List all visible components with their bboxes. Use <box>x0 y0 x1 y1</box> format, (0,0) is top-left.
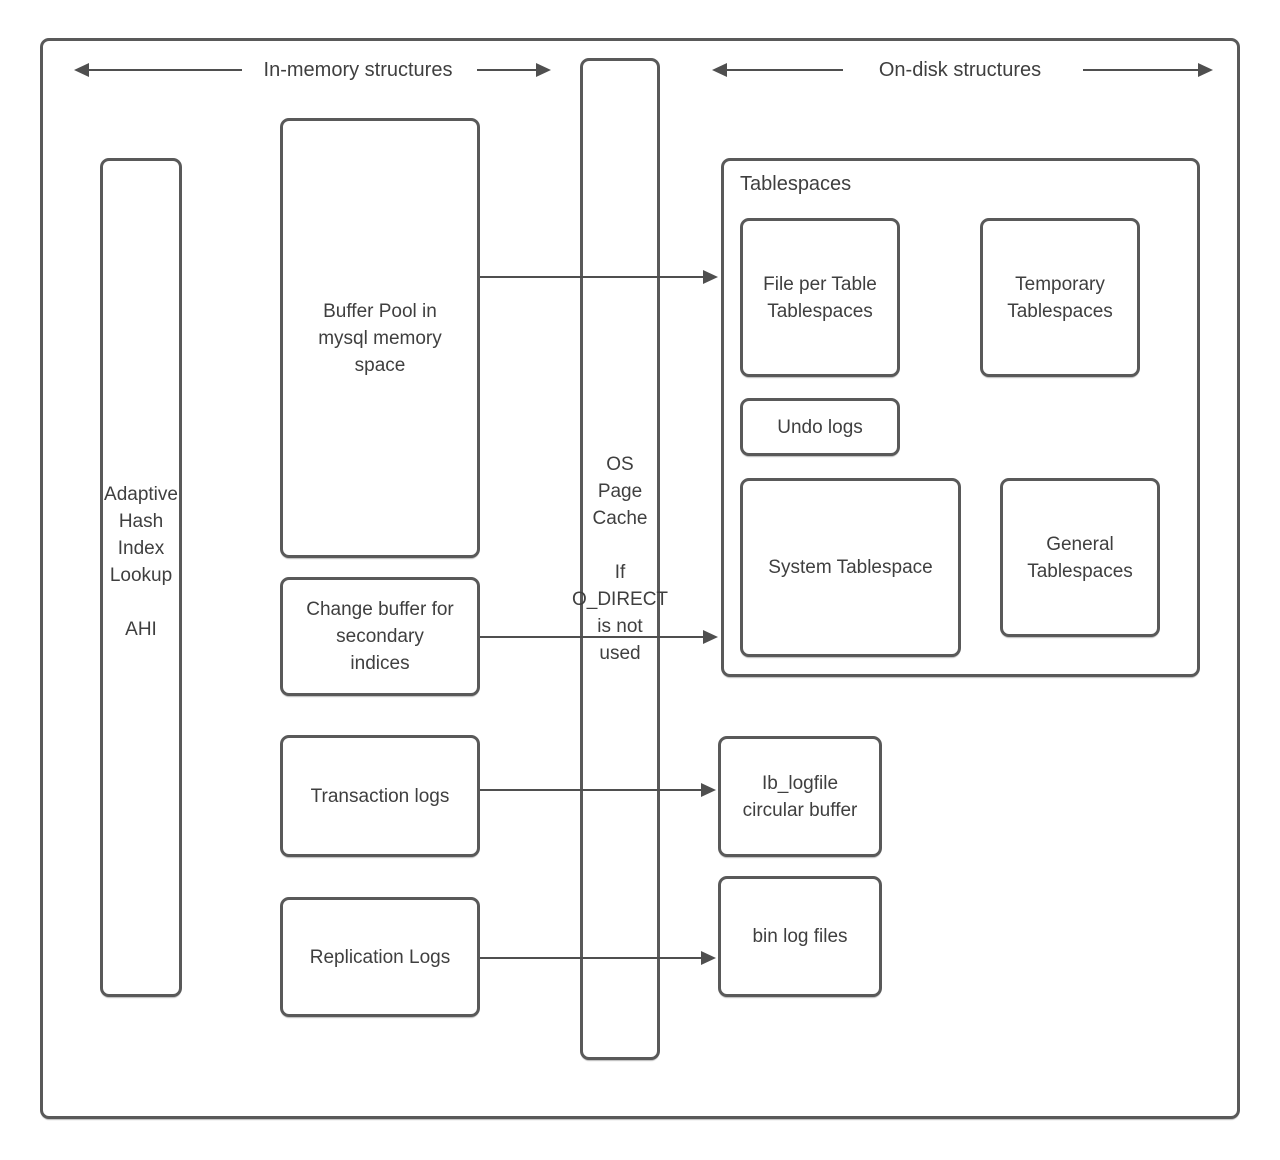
node-transaction-logs-label: Transaction logs <box>310 785 450 807</box>
node-replication-logs-label: Replication Logs <box>309 946 451 968</box>
arrow-buffer-pool-to-tablespaces-head-icon <box>703 270 718 284</box>
node-general-tablespaces-label: General Tablespaces <box>1027 533 1133 582</box>
node-os-page-cache: OS Page Cache If O_DIRECT is not used <box>572 58 668 1060</box>
node-os-page-cache-label: OS Page Cache If O_DIRECT is not used <box>571 454 669 664</box>
tablespaces-container-label: Tablespaces <box>740 173 852 195</box>
node-change-buffer-label: Change buffer for secondary indices <box>306 599 454 674</box>
node-bin-log-files-label: bin log files <box>752 926 848 947</box>
node-temporary-tablespaces-label: Temporary Tablespaces <box>1007 273 1113 322</box>
arrow-transaction-logs-to-ib-logfile-line <box>480 789 702 792</box>
node-file-per-table-tablespaces: File per Table Tablespaces <box>740 218 900 377</box>
arrow-transaction-logs-to-ib-logfile-head-icon <box>701 783 716 797</box>
arrow-replication-logs-to-bin-log-line <box>480 957 702 960</box>
on-disk-right-arrowhead-icon <box>1198 63 1213 77</box>
node-file-per-table-tablespaces-label: File per Table Tablespaces <box>763 273 877 322</box>
node-undo-logs-label: Undo logs <box>777 416 863 438</box>
node-general-tablespaces: General Tablespaces <box>1000 478 1160 637</box>
node-ib-logfile-label: Ib_logfile circular buffer <box>742 772 858 821</box>
in-memory-right-arrow-line <box>477 69 537 72</box>
arrow-buffer-pool-to-tablespaces-line <box>480 276 704 279</box>
on-disk-structures-label: On-disk structures <box>878 59 1042 81</box>
in-memory-left-arrowhead-icon <box>74 63 89 77</box>
node-system-tablespace: System Tablespace <box>740 478 961 657</box>
on-disk-left-arrowhead-icon <box>712 63 727 77</box>
node-ib-logfile: Ib_logfile circular buffer <box>718 736 882 857</box>
in-memory-right-arrowhead-icon <box>536 63 551 77</box>
node-temporary-tablespaces: Temporary Tablespaces <box>980 218 1140 377</box>
node-adaptive-hash-index: Adaptive Hash Index Lookup AHI <box>100 158 182 997</box>
node-bin-log-files: bin log files <box>718 876 882 997</box>
arrow-replication-logs-to-bin-log-head-icon <box>701 951 716 965</box>
node-adaptive-hash-index-label: Adaptive Hash Index Lookup AHI <box>104 483 178 640</box>
node-transaction-logs: Transaction logs <box>280 735 480 857</box>
node-system-tablespace-label: System Tablespace <box>768 557 933 578</box>
node-undo-logs: Undo logs <box>740 398 900 456</box>
arrow-change-buffer-to-tablespaces-head-icon <box>703 630 718 644</box>
node-replication-logs: Replication Logs <box>280 897 480 1017</box>
node-buffer-pool-label: Buffer Pool in mysql memory space <box>318 300 442 376</box>
in-memory-structures-label: In-memory structures <box>263 59 453 81</box>
in-memory-left-arrow-line <box>87 69 242 72</box>
arrow-change-buffer-to-tablespaces-line <box>480 636 704 639</box>
on-disk-left-arrow-line <box>725 69 843 72</box>
on-disk-right-arrow-line <box>1083 69 1199 72</box>
node-change-buffer: Change buffer for secondary indices <box>280 577 480 696</box>
node-buffer-pool: Buffer Pool in mysql memory space <box>280 118 480 558</box>
